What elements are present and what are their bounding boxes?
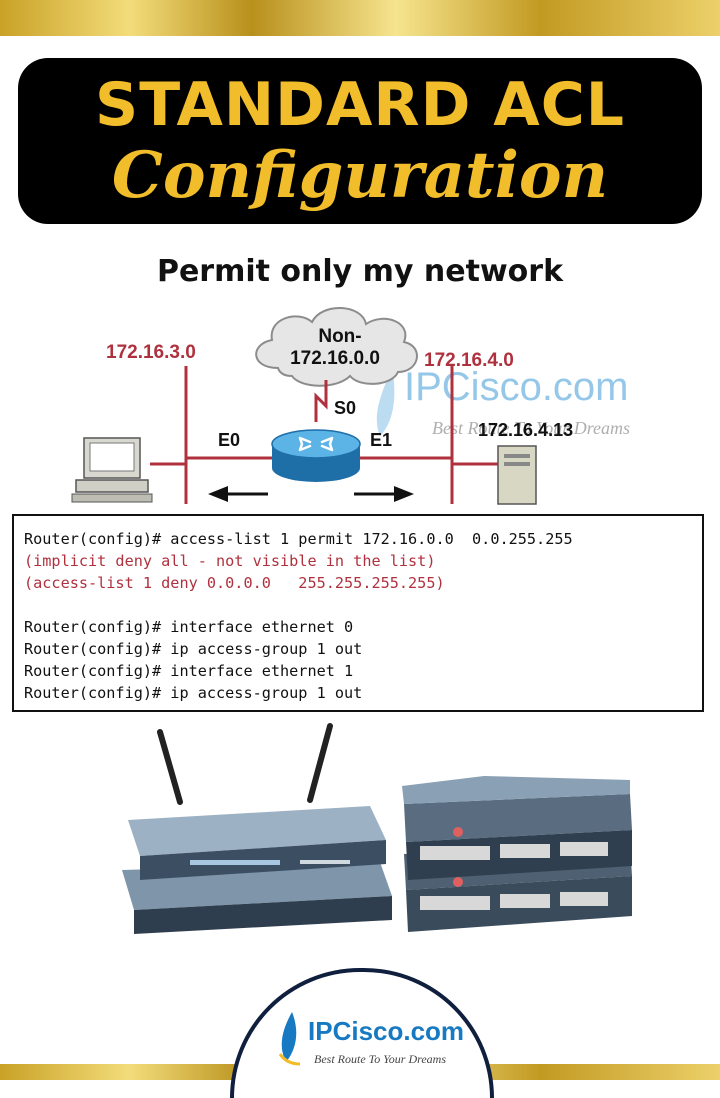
config-line: Router(config)# access-list 1 permit 172… <box>24 530 573 548</box>
port-label-s0: S0 <box>334 398 356 418</box>
port-label-e1: E1 <box>370 430 392 450</box>
top-gold-stripe <box>0 0 720 36</box>
config-line-comment: (access-list 1 deny 0.0.0.0 255.255.255.… <box>24 574 445 592</box>
network-diagram: IPCisco.com Best Route To Your Dreams No… <box>71 307 630 505</box>
title-banner: STANDARD ACL Configuration <box>18 58 702 224</box>
serial-link <box>314 380 328 422</box>
config-line: Router(config)# ip access-group 1 out <box>24 640 363 658</box>
cisco-router-image <box>402 776 632 932</box>
sail-icon <box>376 368 395 436</box>
workstation-icon <box>71 437 153 503</box>
watermark: IPCisco.com Best Route To Your Dreams <box>376 365 630 438</box>
banner-subtitle: Configuration <box>111 138 609 213</box>
port-label-e0: E0 <box>218 430 240 450</box>
cloud-label-line2: 172.16.0.0 <box>290 348 380 369</box>
banner-title: STANDARD ACL <box>95 70 625 140</box>
wireless-router-image <box>122 723 392 934</box>
host-ip-label: 172.16.4.13 <box>478 420 573 440</box>
config-line: Router(config)# interface ethernet 1 <box>24 662 354 680</box>
footer-logo: IPCisco.com Best Route To Your Dreams <box>230 968 494 1098</box>
network-left-label: 172.16.3.0 <box>106 342 196 363</box>
watermark-brand: IPCisco.com <box>404 365 629 409</box>
footer-tagline: Best Route To Your Dreams <box>314 1052 447 1066</box>
sail-logo-icon <box>278 1012 301 1066</box>
network-right-label: 172.16.4.0 <box>424 350 514 371</box>
acl-config-box: Router(config)# access-list 1 permit 172… <box>12 514 704 712</box>
footer-brand: IPCisco.com <box>308 1016 465 1046</box>
arrow-right-icon <box>354 486 414 502</box>
config-line-comment: (implicit deny all - not visible in the … <box>24 552 436 570</box>
router-hardware-photo <box>122 723 632 934</box>
config-line: Router(config)# interface ethernet 0 <box>24 618 354 636</box>
watermark-tagline: Best Route To Your Dreams <box>432 418 630 438</box>
cloud-label-line1: Non- <box>318 326 361 347</box>
config-line: Router(config)# ip access-group 1 out <box>24 684 363 702</box>
router-icon <box>271 429 361 482</box>
server-icon <box>497 445 537 505</box>
cloud-icon <box>255 307 418 387</box>
arrow-left-icon <box>208 486 268 502</box>
diagram-heading: Permit only my network <box>156 254 564 289</box>
